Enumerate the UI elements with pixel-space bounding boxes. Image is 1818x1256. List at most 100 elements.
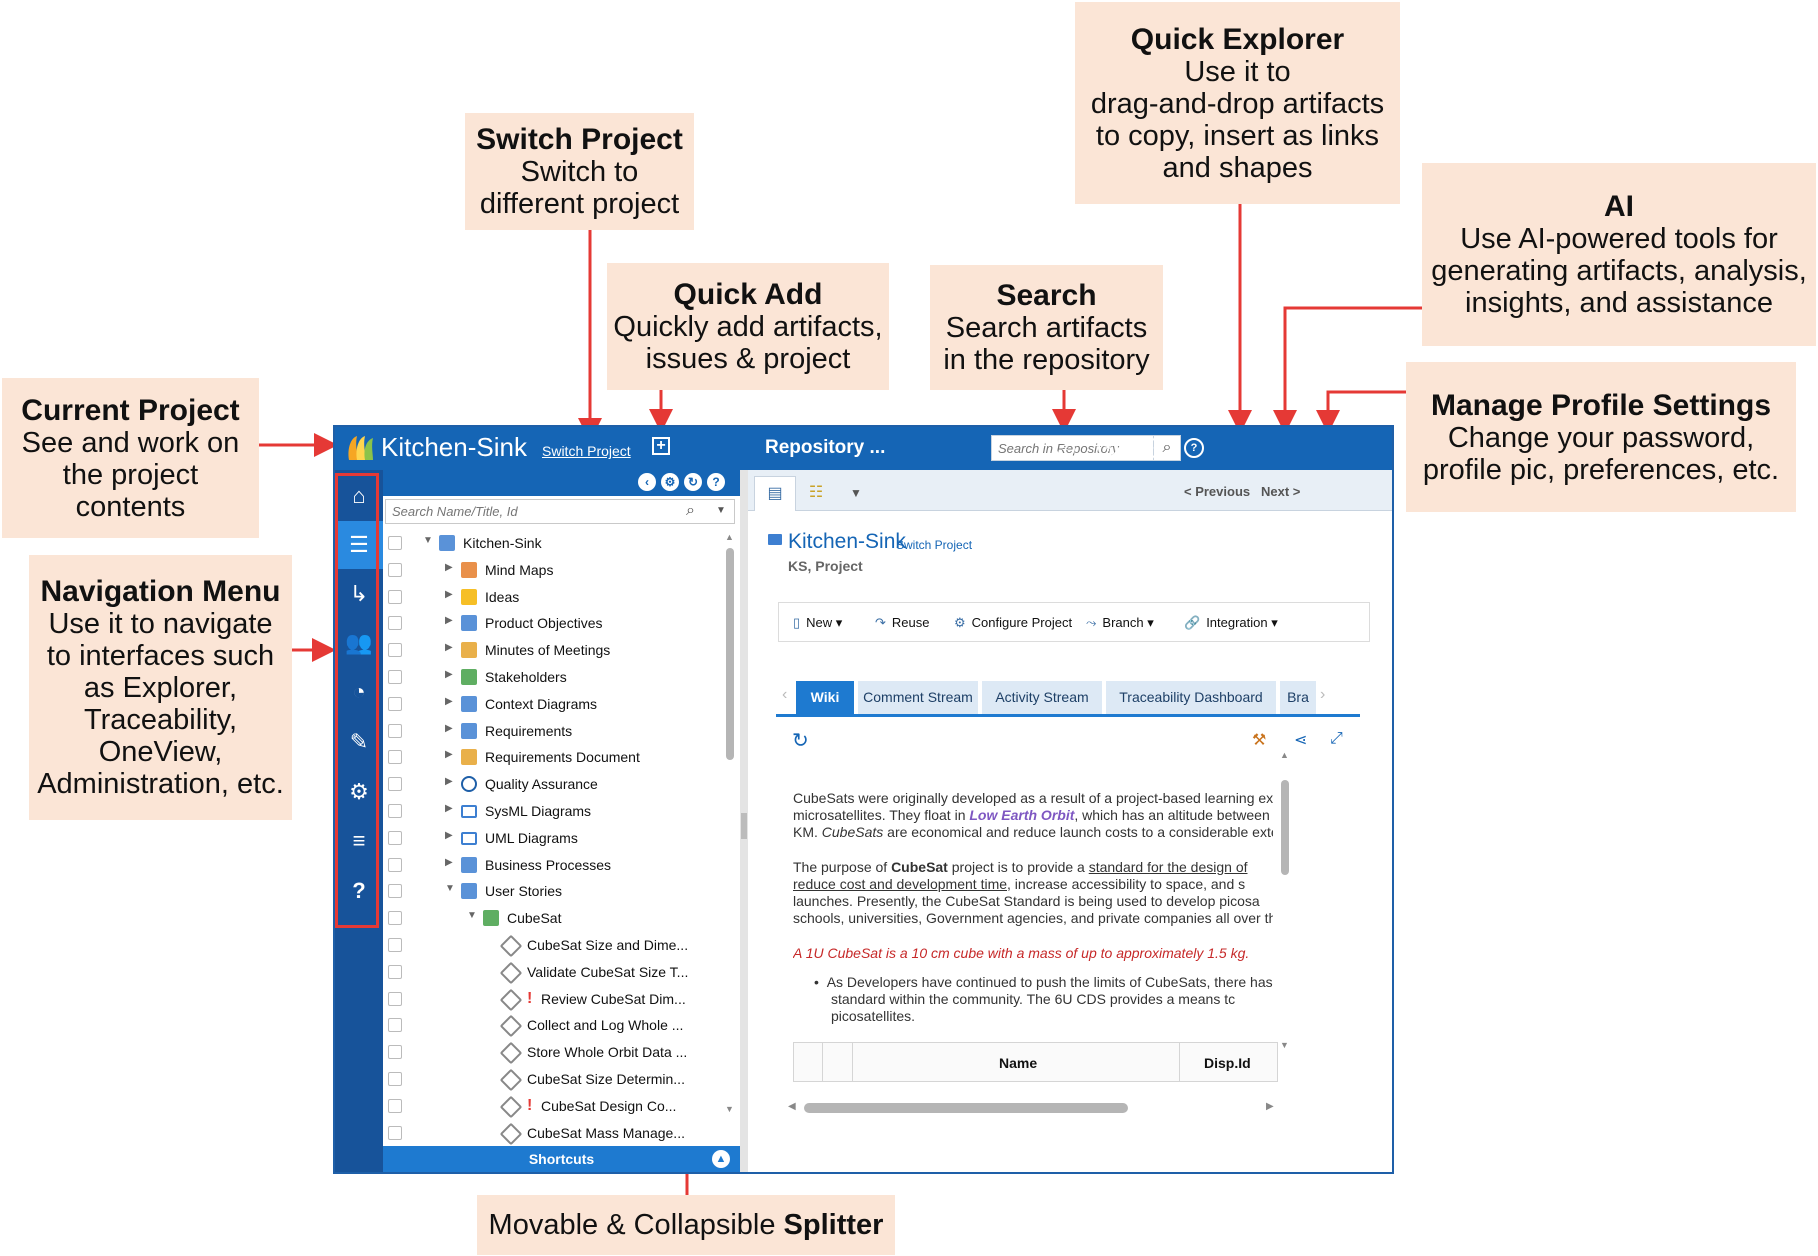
- tree-item-checkbox[interactable]: [388, 1045, 402, 1060]
- tree-item[interactable]: Collect and Log Whole ...: [383, 1013, 723, 1039]
- tree-item-checkbox[interactable]: [388, 964, 402, 979]
- expand-right-icon[interactable]: ▶: [445, 642, 453, 654]
- tree-item-checkbox[interactable]: [388, 938, 402, 952]
- collapse-icon[interactable]: ‹: [638, 473, 656, 491]
- scrollbar-thumb[interactable]: [1281, 780, 1289, 875]
- tree-item-checkbox[interactable]: [388, 616, 402, 631]
- scrollbar-thumb[interactable]: [804, 1103, 1128, 1113]
- expand-down-icon[interactable]: ▼: [467, 910, 477, 922]
- expand-down-icon[interactable]: ▼: [423, 535, 433, 546]
- tree-item-checkbox[interactable]: [388, 643, 402, 658]
- menu-icon[interactable]: ≡: [352, 828, 366, 853]
- link-reduce-cost[interactable]: reduce cost and development time: [793, 876, 1008, 892]
- help-icon[interactable]: ?: [352, 878, 366, 903]
- tab-traceability-dashboard[interactable]: Traceability Dashboard: [1106, 681, 1276, 714]
- tree-item-checkbox[interactable]: [388, 884, 402, 899]
- tree-item-checkbox[interactable]: [388, 562, 402, 577]
- tabs-scroll-right-icon[interactable]: ›: [1320, 686, 1326, 703]
- chevron-down-icon[interactable]: ▼: [850, 486, 862, 500]
- tree-item-checkbox[interactable]: [388, 1098, 402, 1113]
- tab-activity-stream[interactable]: Activity Stream: [982, 681, 1102, 714]
- profile-icon[interactable]: ●: [1141, 438, 1161, 458]
- tree-item-checkbox[interactable]: [388, 777, 402, 792]
- tree-item[interactable]: Validate CubeSat Size T...: [383, 960, 723, 986]
- switch-project-link[interactable]: Switch Project: [542, 443, 631, 459]
- chevron-down-icon[interactable]: ▼: [716, 505, 726, 516]
- tree-item-checkbox[interactable]: [388, 857, 402, 872]
- tree-item-checkbox[interactable]: [388, 670, 402, 684]
- expand-down-icon[interactable]: ▼: [445, 883, 455, 895]
- tree-item[interactable]: Store Whole Orbit Data ...: [383, 1040, 723, 1066]
- tree-item[interactable]: ▼Kitchen-Sink: [383, 531, 723, 557]
- expand-right-icon[interactable]: ▶: [445, 669, 453, 680]
- tree-item[interactable]: CubeSat Size and Dime...: [383, 933, 723, 959]
- database-icon[interactable]: ☰: [335, 521, 383, 569]
- quick-add-button[interactable]: +: [652, 437, 670, 455]
- previous-link[interactable]: < Previous: [1184, 484, 1251, 499]
- tree-item[interactable]: ▶SysML Diagrams: [383, 799, 723, 825]
- shortcuts-bar[interactable]: Shortcuts ▲: [383, 1146, 740, 1172]
- column-name[interactable]: Name: [999, 1055, 1038, 1071]
- tree-item[interactable]: ▼CubeSat: [383, 906, 723, 932]
- expand-right-icon[interactable]: ▶: [445, 803, 453, 814]
- tree-item[interactable]: ▶Product Objectives: [383, 611, 723, 637]
- tree-item-checkbox[interactable]: [388, 1125, 402, 1140]
- content-horizontal-scrollbar[interactable]: ◀ ▶: [788, 1101, 1274, 1113]
- tree-item[interactable]: !CubeSat Design Co...: [383, 1094, 723, 1120]
- ai-icon[interactable]: ✻: [1098, 438, 1118, 458]
- help-icon[interactable]: ?: [707, 473, 725, 491]
- repository-search-input[interactable]: [992, 436, 1164, 460]
- tree-item[interactable]: ▶Minutes of Meetings: [383, 638, 723, 664]
- tree-search-input[interactable]: [386, 500, 688, 523]
- expand-right-icon[interactable]: ▶: [445, 561, 453, 573]
- tree-scrollbar[interactable]: ▲ ▼: [725, 532, 734, 1114]
- branch-button[interactable]: ⤳Branch ▾: [1086, 615, 1154, 630]
- expand-right-icon[interactable]: ▶: [445, 695, 453, 707]
- expand-right-icon[interactable]: ▶: [445, 829, 453, 841]
- splitter[interactable]: [740, 470, 748, 1172]
- tree-item-checkbox[interactable]: [388, 804, 402, 818]
- configure-project-button[interactable]: ⚙Configure Project: [954, 615, 1072, 631]
- share-icon[interactable]: ⋖: [1294, 732, 1308, 749]
- tree-item[interactable]: ▶Mind Maps: [383, 558, 723, 584]
- tree-item-checkbox[interactable]: [388, 1018, 402, 1033]
- link-standard-design[interactable]: standard for the design of: [1088, 859, 1248, 875]
- expand-icon[interactable]: ⤢: [1330, 730, 1343, 747]
- traceability-arrow-icon[interactable]: ↳: [349, 581, 369, 606]
- tree-item[interactable]: !Review CubeSat Dim...: [383, 987, 723, 1013]
- tree-item[interactable]: ▶Requirements: [383, 719, 723, 745]
- next-link[interactable]: Next >: [1261, 484, 1301, 499]
- tree-item[interactable]: ▶Context Diagrams: [383, 692, 723, 718]
- tree-item-checkbox[interactable]: [388, 991, 402, 1006]
- tree-item-checkbox[interactable]: [388, 830, 402, 845]
- scrollbar-thumb[interactable]: [726, 548, 734, 760]
- tree-item[interactable]: CubeSat Size Determin...: [383, 1067, 723, 1093]
- tree-item[interactable]: ▶Stakeholders: [383, 665, 723, 691]
- tree-item[interactable]: ▶Requirements Document: [383, 745, 723, 771]
- link-low-earth-orbit[interactable]: Low Earth Orbit: [969, 807, 1075, 823]
- tree-item[interactable]: CubeSat Mass Manage...: [383, 1121, 723, 1147]
- splitter-handle[interactable]: [741, 813, 747, 839]
- tree-item-checkbox[interactable]: [388, 750, 402, 765]
- tab-comment-stream[interactable]: Comment Stream: [858, 681, 978, 714]
- expand-right-icon[interactable]: ▶: [445, 722, 453, 734]
- reuse-button[interactable]: ↷Reuse: [875, 615, 929, 631]
- new-button[interactable]: ▯New ▾: [793, 615, 843, 630]
- tab-wiki[interactable]: Wiki: [796, 681, 854, 714]
- tree-item-checkbox[interactable]: [388, 911, 402, 926]
- expand-right-icon[interactable]: ▶: [445, 749, 453, 761]
- users-icon[interactable]: 👥: [345, 630, 373, 655]
- search-icon[interactable]: ⌕: [686, 502, 695, 519]
- settings-icon[interactable]: ⚙: [661, 473, 679, 491]
- current-project-name[interactable]: Kitchen-Sink: [381, 432, 527, 462]
- refresh-icon[interactable]: ↻: [684, 473, 702, 491]
- tree-item[interactable]: ▼User Stories: [383, 879, 723, 905]
- content-vertical-scrollbar[interactable]: ▲ ▼: [1280, 750, 1289, 1050]
- expand-right-icon[interactable]: ▶: [445, 588, 453, 600]
- ruler-icon[interactable]: ✎: [349, 729, 369, 754]
- tree-item-checkbox[interactable]: [388, 723, 402, 738]
- tools-icon[interactable]: ⚒: [1252, 732, 1267, 749]
- table-view-icon[interactable]: ☷: [808, 484, 824, 501]
- quick-explorer-icon[interactable]: ≡: [1055, 438, 1075, 458]
- tab-branches[interactable]: Bra: [1280, 681, 1316, 714]
